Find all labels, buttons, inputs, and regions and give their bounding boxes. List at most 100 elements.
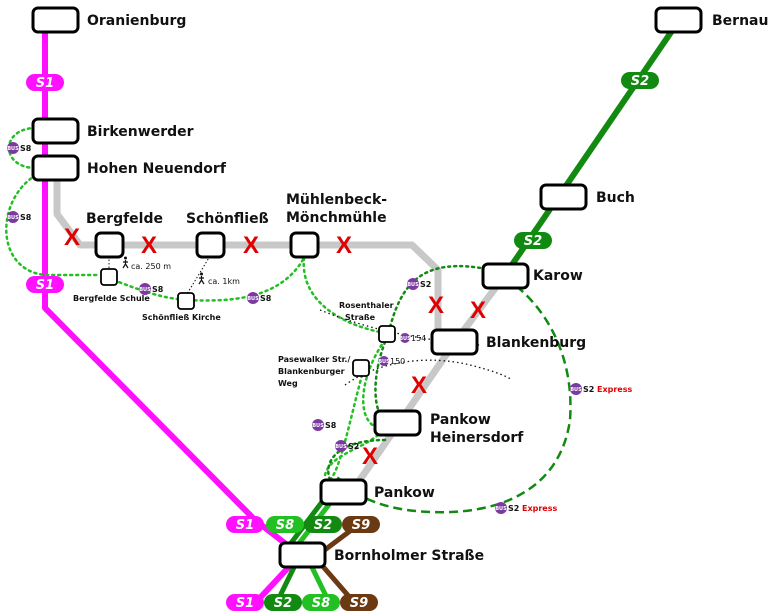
s1-badge: S1	[226, 594, 264, 611]
label-muehlenbeck-1: Mühlenbeck-	[286, 192, 387, 208]
bus-badge-s8: BUS S8	[247, 292, 272, 304]
label-bernau: Bernau	[712, 13, 768, 29]
bus-stop-rosenthaler[interactable]	[378, 325, 396, 343]
svg-text:S8: S8	[325, 421, 337, 430]
station-boxes	[31, 6, 703, 569]
s8-badge: S8	[266, 516, 304, 533]
label-pasewalker-1: Pasewalker Str./	[278, 355, 350, 364]
station-muehlenbeck[interactable]	[289, 231, 320, 259]
svg-text:S2: S2	[583, 385, 594, 394]
svg-text:S2: S2	[631, 74, 649, 89]
label-pankow-heinersdorf-2: Heinersdorf	[430, 430, 524, 446]
station-schoenfliess[interactable]	[195, 231, 226, 259]
s2-badge: S2	[514, 232, 552, 249]
s1-badge: S1	[26, 74, 64, 91]
bus-stop-schoenfliess-kirche[interactable]	[177, 292, 195, 310]
label-rosenthaler-2: Straße	[345, 313, 376, 322]
svg-text:BUS: BUS	[335, 444, 347, 450]
station-bergfelde[interactable]	[94, 231, 125, 259]
bus-150-route	[344, 359, 513, 386]
label-schoenfliess-kirche: Schönfließ Kirche	[142, 313, 221, 322]
s2-badge: S2	[304, 516, 342, 533]
label-rosenthaler-1: Rosenthaler	[339, 301, 394, 310]
bus-badge-s8: BUS S8	[139, 283, 164, 295]
station-labels: Oranienburg Birkenwerder Hohen Neuendorf…	[86, 13, 768, 564]
bus-badge-s8: BUS S8	[312, 419, 337, 431]
label-blankenburg: Blankenburg	[486, 335, 586, 351]
label-schoenfliess: Schönfließ	[186, 211, 269, 227]
station-bernau[interactable]	[654, 6, 703, 34]
replacement-routes	[5, 126, 572, 514]
s2-badge: S2	[621, 72, 659, 89]
closed-marker: X	[428, 292, 444, 319]
label-bergfelde-schule: Bergfelde Schule	[73, 294, 150, 303]
s9-badge: S9	[340, 594, 378, 611]
walk-distance-bergfelde: ca. 250 m	[131, 262, 171, 271]
svg-text:S8: S8	[260, 294, 272, 303]
walk-distance-schoenfliess: ca. 1km	[208, 277, 240, 286]
bus-badge-s8: BUS S8	[7, 211, 32, 223]
svg-text:154: 154	[411, 334, 426, 343]
svg-text:BUS: BUS	[312, 423, 324, 429]
label-karow: Karow	[533, 268, 583, 284]
bus-stop-labels: Bergfelde Schule Schönfließ Kirche Rosen…	[73, 294, 394, 388]
walk-path-schoenfliess	[186, 255, 211, 295]
label-pasewalker-2: Blankenburger	[278, 367, 345, 376]
svg-text:S8: S8	[312, 596, 330, 611]
bus-154-route	[319, 309, 481, 346]
svg-text:BUS: BUS	[7, 146, 19, 152]
svg-text:BUS: BUS	[399, 336, 411, 342]
bus-badge-s2-express: BUS S2 Express	[495, 502, 557, 514]
bus-badge-154: BUS 154	[399, 333, 426, 343]
svg-text:S2: S2	[314, 518, 332, 533]
station-karow[interactable]	[481, 262, 530, 290]
station-oranienburg[interactable]	[31, 6, 80, 34]
svg-text:S1: S1	[236, 518, 254, 533]
svg-text:BUS: BUS	[139, 287, 151, 293]
label-bornholmer: Bornholmer Straße	[334, 548, 484, 564]
label-muehlenbeck-2: Mönchmühle	[286, 210, 387, 226]
station-pankow-heinersdorf[interactable]	[373, 409, 422, 437]
svg-text:150: 150	[390, 357, 405, 366]
svg-text:S2: S2	[524, 234, 542, 249]
closed-marker: X	[362, 443, 378, 470]
closed-marker: X	[64, 224, 80, 251]
bus-stop-boxes	[100, 268, 396, 377]
station-pankow[interactable]	[319, 478, 368, 506]
svg-text:S2: S2	[420, 280, 431, 289]
label-hohen-neuendorf: Hohen Neuendorf	[87, 161, 227, 177]
s1-line	[42, 20, 303, 603]
station-blankenburg[interactable]	[430, 328, 479, 356]
svg-text:S9: S9	[350, 596, 368, 611]
s1-badge: S1	[226, 516, 264, 533]
svg-text:S1: S1	[36, 76, 54, 91]
station-birkenwerder[interactable]	[31, 117, 80, 145]
bus-s2-route	[327, 264, 494, 492]
bus-badge-s8: BUS S8	[7, 142, 32, 154]
bus-badge-150: BUS 150	[378, 356, 405, 366]
svg-text:S2: S2	[508, 504, 519, 513]
bus-s8-route-muehlenbeck-rosenthaler	[302, 256, 387, 335]
track-layer	[42, 20, 681, 603]
closed-marker: X	[411, 372, 427, 399]
bus-stop-pasewalker[interactable]	[352, 359, 370, 377]
bus-s8-route-south	[323, 338, 387, 482]
station-hohen-neuendorf[interactable]	[31, 154, 80, 182]
s9-badge: S9	[342, 516, 380, 533]
s2-express-route	[349, 276, 572, 514]
walk-labels: ca. 250 m ca. 1km	[122, 256, 240, 286]
label-pankow: Pankow	[374, 485, 435, 501]
svg-text:S8: S8	[276, 518, 294, 533]
label-pasewalker-3: Weg	[278, 379, 298, 388]
svg-text:S2: S2	[348, 442, 359, 451]
label-birkenwerder: Birkenwerder	[87, 124, 194, 140]
bus-s8-route-hohen-neuendorf	[5, 173, 102, 277]
label-pankow-heinersdorf-1: Pankow	[430, 412, 491, 428]
bus-stop-bergfelde-schule[interactable]	[100, 268, 118, 286]
station-buch[interactable]	[539, 183, 588, 211]
svg-text:BUS: BUS	[378, 359, 390, 365]
station-bornholmer[interactable]	[278, 541, 327, 569]
closed-markers: X X X X X X X X	[64, 224, 486, 470]
s1-badge: S1	[26, 276, 64, 293]
